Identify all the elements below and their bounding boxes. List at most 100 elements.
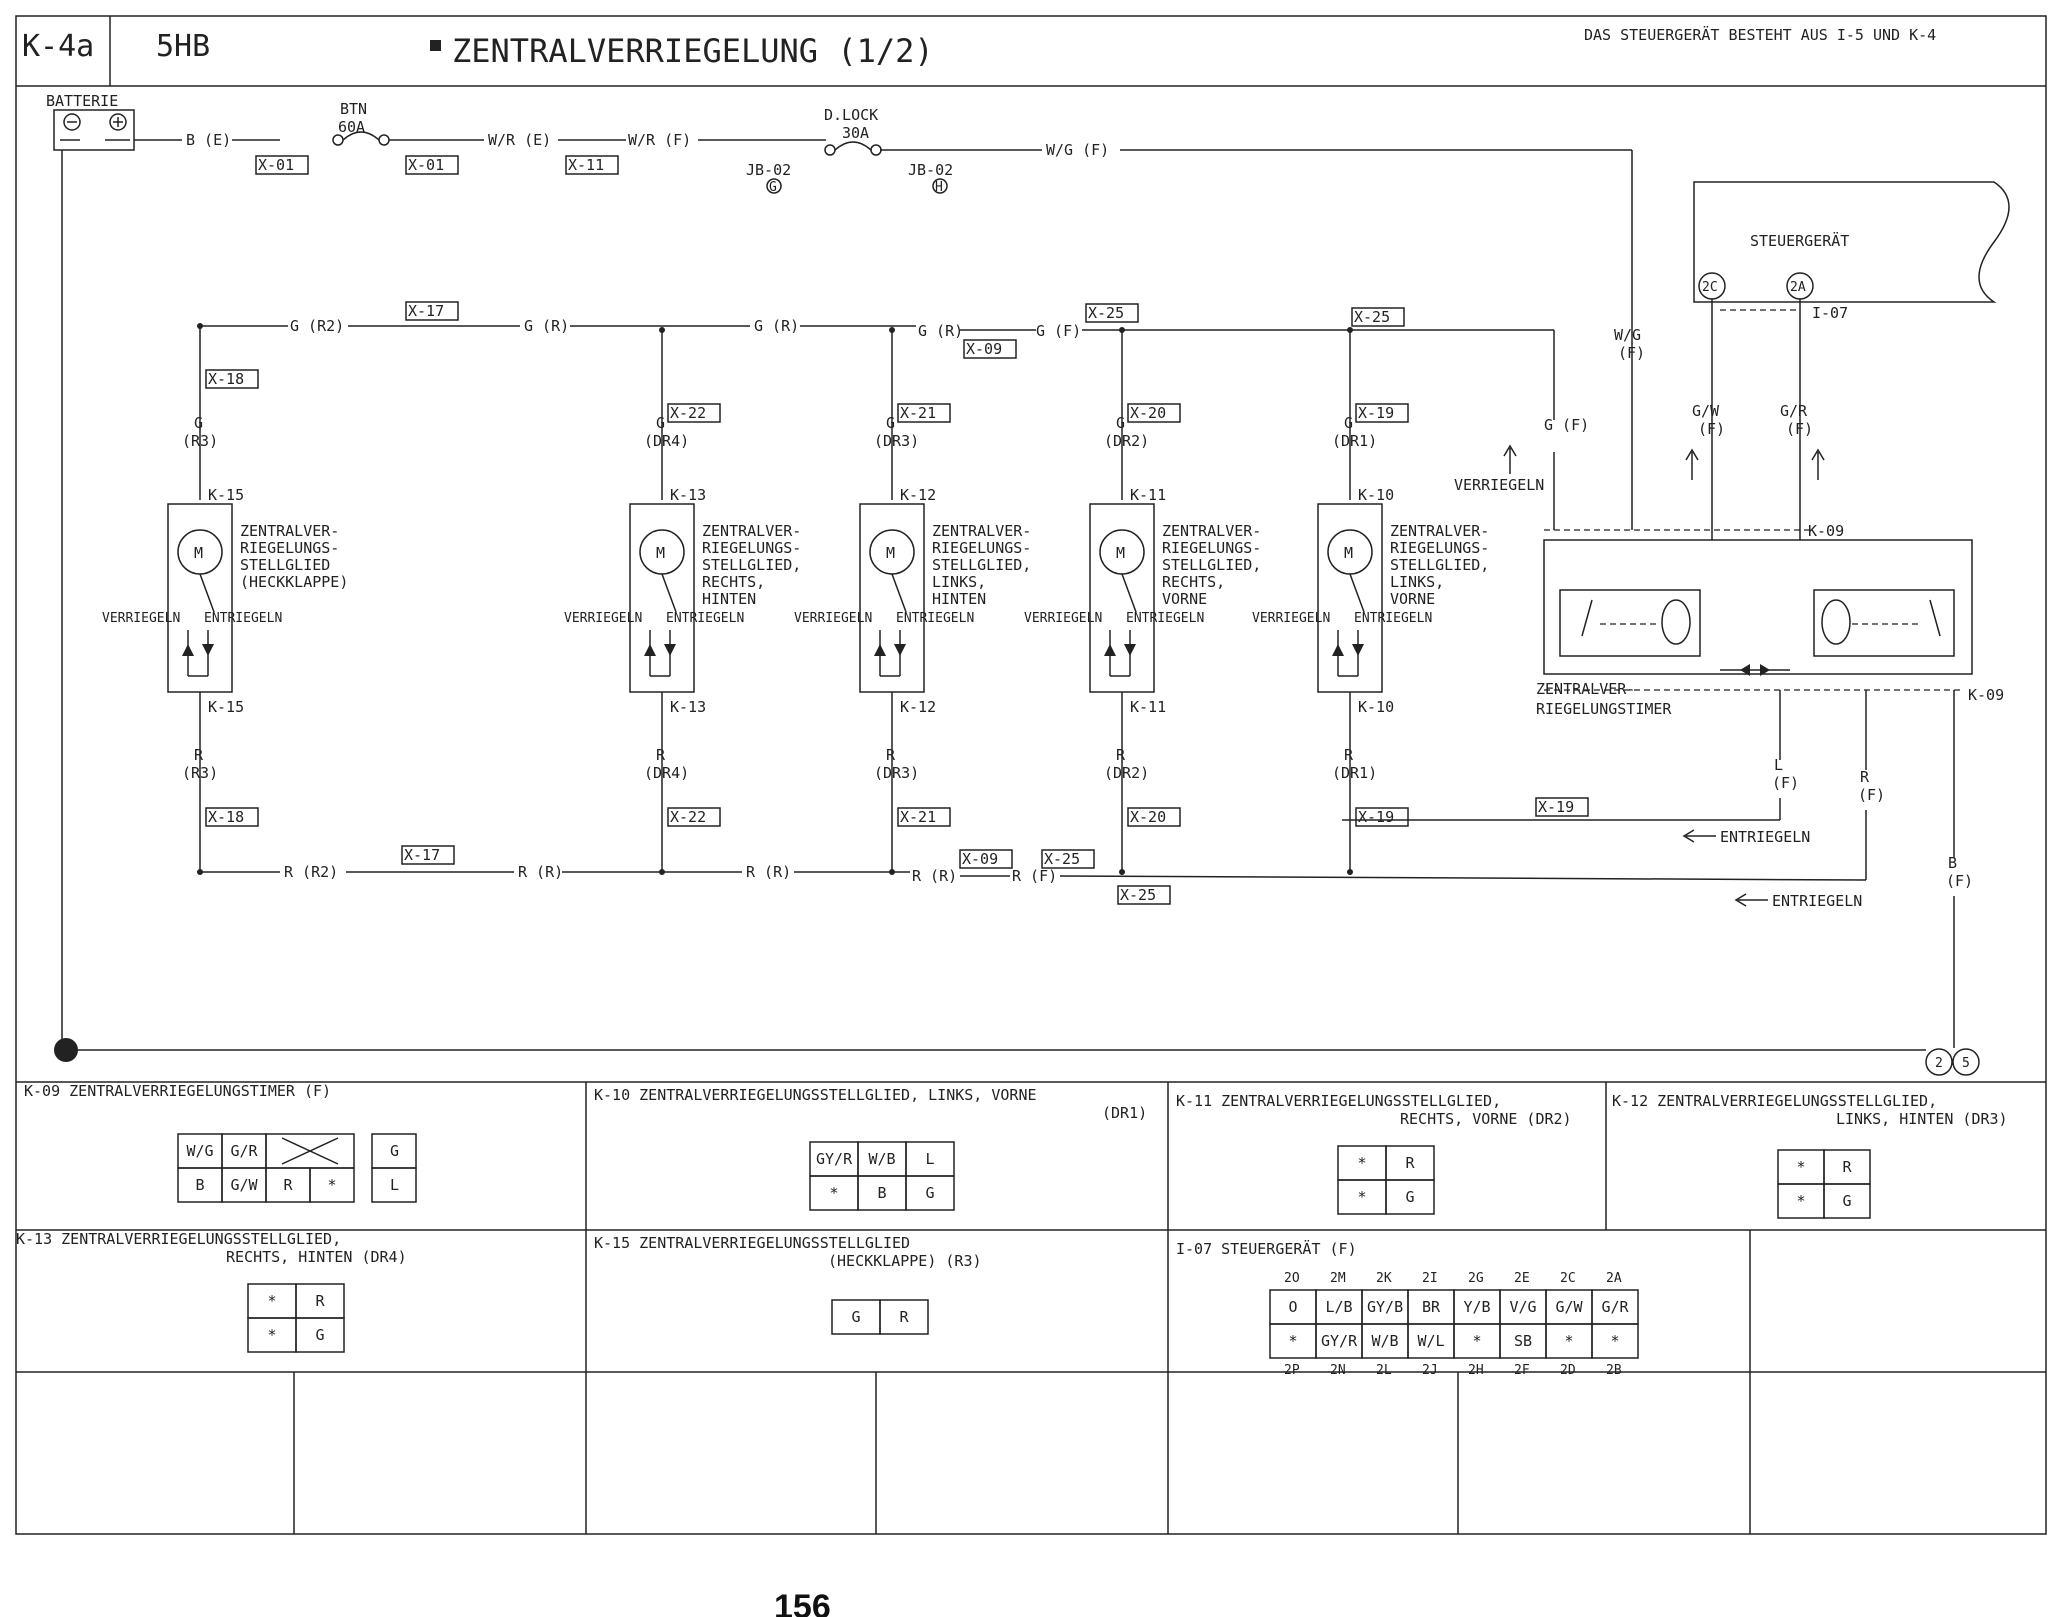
svg-text:2C: 2C [1560,1271,1576,1286]
svg-text:(DR1): (DR1) [1332,764,1377,782]
pin-label: GY/R [1321,1332,1358,1350]
svg-text:X-21: X-21 [900,808,936,826]
svg-text:X-25: X-25 [1044,850,1080,868]
svg-text:G (R2): G (R2) [290,317,344,335]
svg-text:VORNE: VORNE [1390,590,1435,608]
svg-text:K-11: K-11 [1130,698,1166,716]
pin-label: W/G [187,1142,214,1160]
svg-text:K-15: K-15 [208,486,244,504]
svg-text:R (F): R (F) [1012,867,1057,885]
svg-text:ZENTRALVER-: ZENTRALVER- [1162,522,1261,540]
svg-text:RECHTS,: RECHTS, [1162,573,1225,591]
svg-text:2I: 2I [1422,1271,1438,1286]
pin-label: * [1358,1188,1367,1206]
svg-text:R: R [1860,768,1870,786]
svg-text:2G: 2G [1468,1271,1484,1286]
svg-text:STELLGLIED: STELLGLIED [240,556,330,574]
header: K-4a 5HB ZENTRALVERRIEGELUNG (1/2) DAS S… [15,15,2047,1535]
pin-cell [1385,1179,1435,1215]
svg-text:RECHTS, HINTEN (DR4): RECHTS, HINTEN (DR4) [226,1248,407,1266]
svg-text:R (R): R (R) [518,863,563,881]
svg-text:STELLGLIED,: STELLGLIED, [932,556,1031,574]
k10-title: K-10 ZENTRALVERRIEGELUNGSSTELLGLIED, LIN… [594,1086,1037,1104]
svg-text:(DR2): (DR2) [1104,764,1149,782]
svg-text:2O: 2O [1284,1271,1300,1286]
svg-text:ZENTRALVER-: ZENTRALVER- [932,522,1031,540]
svg-text:K-12: K-12 [900,698,936,716]
svg-text:ENTRIEGELN: ENTRIEGELN [1772,892,1862,910]
pin-label: B [878,1184,887,1202]
svg-text:K-13: K-13 [670,698,706,716]
k11-connector: *R*G [1337,1145,1435,1215]
pin-label: * [268,1292,277,1310]
svg-text:LINKS,: LINKS, [1390,573,1444,591]
svg-text:(DR1): (DR1) [1332,432,1377,450]
pin-label: G/R [231,1142,259,1160]
svg-text:M: M [886,544,895,562]
svg-text:W/G: W/G [1614,326,1641,344]
svg-text:R (R): R (R) [746,863,791,881]
pin-label: L [926,1150,935,1168]
svg-text:G: G [390,1142,399,1160]
page-title: ZENTRALVERRIEGELUNG (1/2) [452,32,934,70]
pin-label: R [1843,1158,1853,1176]
svg-text:RIEGELUNGS-: RIEGELUNGS- [1390,539,1489,557]
svg-text:ENTRIEGELN: ENTRIEGELN [666,611,744,626]
svg-text:2E: 2E [1514,1271,1530,1286]
k12-connector: *R*G [1777,1149,1871,1219]
pin-label: * [1797,1158,1806,1176]
header-note: DAS STEUERGERÄT BESTEHT AUS I-5 UND K-4 [1584,25,1936,44]
conn-label: X-22 [670,404,706,422]
svg-text:X-18: X-18 [208,808,244,826]
svg-text:R: R [1116,746,1126,764]
pin-label: * [328,1176,337,1194]
svg-text:G: G [194,414,203,432]
svg-text:X-11: X-11 [568,156,604,174]
svg-text:K-12: K-12 [900,486,936,504]
svg-text:ENTRIEGELN: ENTRIEGELN [204,611,282,626]
k13-title: K-13 ZENTRALVERRIEGELUNGSSTELLGLIED, [16,1230,341,1248]
bus-wiring: G (R2) X-17 G (R) G (R) G (R) G (F) X-09… [202,301,1867,905]
svg-text:2D: 2D [1560,1363,1576,1378]
svg-text:X-17: X-17 [404,846,440,864]
pin-label: O [1289,1298,1298,1316]
svg-text:RECHTS,: RECHTS, [702,573,765,591]
svg-text:X-22: X-22 [670,808,706,826]
svg-text:(DR4): (DR4) [644,764,689,782]
svg-text:2P: 2P [1284,1363,1300,1378]
svg-text:ENTRIEGELN: ENTRIEGELN [1354,611,1432,626]
svg-text:STELLGLIED,: STELLGLIED, [1162,556,1261,574]
pin-label: Y/B [1464,1298,1491,1316]
svg-text:K-13: K-13 [670,486,706,504]
svg-text:X-25: X-25 [1120,886,1156,904]
svg-text:RIEGELUNGS-: RIEGELUNGS- [240,539,339,557]
title-bullet [430,40,441,51]
pin-label: W/B [869,1150,896,1168]
svg-text:(DR2): (DR2) [1104,432,1149,450]
svg-text:G (F): G (F) [1544,416,1589,434]
i07-title: I-07 STEUERGERÄT (F) [1176,1239,1357,1258]
pin-label: R [900,1308,910,1326]
svg-text:(F): (F) [1946,872,1973,890]
svg-text:K-15: K-15 [208,698,244,716]
svg-text:VORNE: VORNE [1162,590,1207,608]
pin-label: * [268,1326,277,1344]
svg-text:5: 5 [1962,1056,1970,1071]
svg-text:BTN: BTN [340,100,367,118]
svg-text:G (R): G (R) [918,322,963,340]
svg-text:VERRIEGELN: VERRIEGELN [794,611,872,626]
svg-text:G: G [886,414,895,432]
page-code: K-4a [22,29,94,64]
svg-text:LINKS,: LINKS, [932,573,986,591]
pin-label: V/G [1510,1298,1537,1316]
svg-text:G: G [656,414,665,432]
svg-text:2A: 2A [1606,1271,1622,1286]
svg-text:RIEGELUNGS-: RIEGELUNGS- [702,539,801,557]
svg-text:D.LOCK: D.LOCK [824,106,878,124]
svg-text:ZENTRALVER-: ZENTRALVER- [702,522,801,540]
svg-text:I-07: I-07 [1812,304,1848,322]
svg-text:G: G [1344,414,1353,432]
svg-text:G: G [769,180,777,195]
